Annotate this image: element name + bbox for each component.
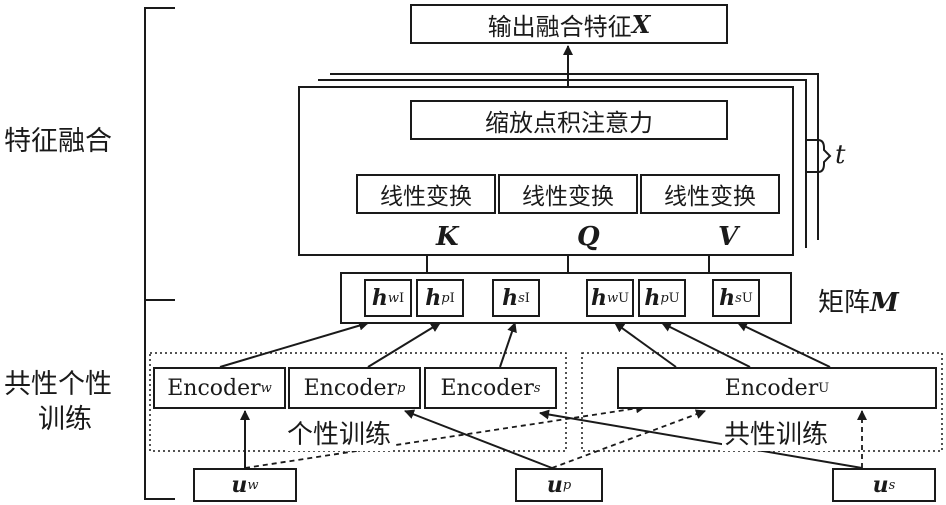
matrix-m-label: 矩阵M [818, 288, 899, 318]
stack-layer-back [330, 73, 819, 240]
stack-layer-middle [318, 79, 807, 248]
arrow-encoder-u-to-hsu [737, 322, 831, 368]
dashed-arrow-uw-to-encoder-u [244, 403, 646, 469]
training-section-label-line1: 共性个性 [4, 369, 112, 400]
output-variable-x: X [631, 9, 651, 39]
training-section-label-line2: 训练 [38, 404, 92, 435]
common-training-label: 共性训练 [722, 414, 831, 451]
repeat-brace [806, 139, 832, 173]
common-training-region [581, 352, 943, 452]
fusion-section-label: 特征融合 [4, 126, 112, 157]
q-label: Q [577, 222, 600, 252]
linear-transform-k-box: 线性变换 [356, 174, 496, 214]
k-label: K [436, 222, 459, 252]
arrow-encoder-u-to-hpu [661, 322, 751, 368]
arrow-up-to-encoder-p [404, 409, 553, 469]
arrow-encoder-w-to-matrix [219, 320, 369, 368]
arrow-encoder-p-to-matrix [367, 322, 441, 368]
individual-training-label: 个性训练 [285, 414, 394, 451]
repeat-count-label: t [835, 140, 846, 170]
arrow-encoder-s-to-matrix [499, 322, 517, 368]
arrow-us-to-encoder-s [539, 409, 863, 469]
arrow-encoder-u-to-hwu [614, 322, 677, 368]
scaled-dot-product-attention-box: 缩放点积注意力 [410, 100, 728, 140]
individual-training-region [149, 352, 567, 452]
section-bracket [144, 7, 175, 500]
output-box-text: 输出融合特征 [487, 12, 632, 41]
dashed-arrow-up-to-encoder-u [551, 409, 706, 469]
linear-transform-v-box: 线性变换 [640, 174, 780, 214]
linear-transform-q-box: 线性变换 [498, 174, 638, 214]
v-label: V [718, 222, 739, 252]
